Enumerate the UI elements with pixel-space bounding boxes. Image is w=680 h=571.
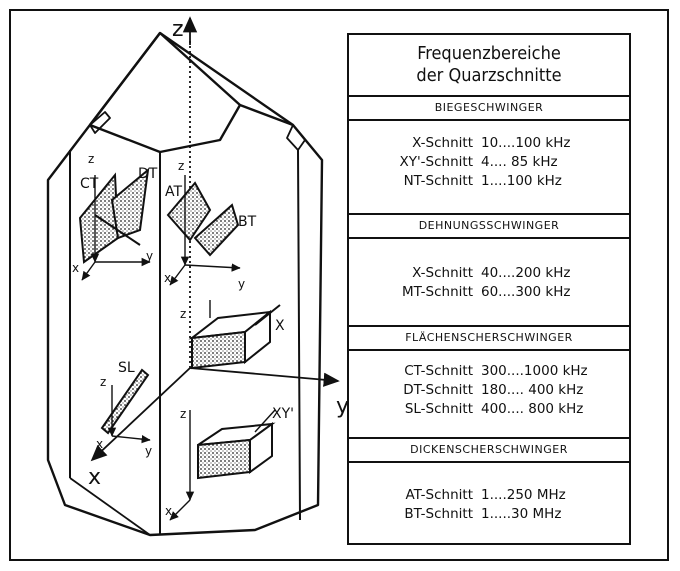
frequency-range: 60....300 kHz: [481, 283, 571, 300]
small-y-label: y: [238, 277, 245, 291]
section-dickenscherschwinger: DICKENSCHERSCHWINGER AT-Schnitt 1....250 …: [349, 439, 629, 543]
table-row: CT-Schnitt 300....1000 kHz: [349, 361, 629, 380]
dt-label: DT: [138, 166, 158, 182]
small-z-label: z: [180, 307, 186, 321]
sl-label: SL: [118, 360, 135, 376]
at-bt-cut-plates: [166, 175, 241, 286]
frequency-range: 1.....30 MHz: [481, 505, 562, 522]
cut-name: XY'-Schnitt: [399, 153, 473, 170]
small-x-label: x: [72, 261, 79, 275]
section-heading: BIEGESCHWINGER: [349, 97, 629, 121]
table-row: AT-Schnitt 1....250 MHz: [349, 485, 629, 504]
frequency-range: 4.... 85 kHz: [481, 153, 558, 170]
ct-label: CT: [80, 176, 99, 192]
small-y-label: y: [145, 444, 152, 458]
table-row: NT-Schnitt 1....100 kHz: [349, 171, 629, 190]
at-label: AT: [165, 184, 182, 200]
bt-label: BT: [238, 214, 257, 230]
table-row: XY'-Schnitt 4.... 85 kHz: [349, 152, 629, 171]
ct-dt-cut-plates: [78, 167, 151, 281]
small-z-label: z: [100, 375, 106, 389]
xy-cut-label: XY': [272, 406, 294, 422]
x-axis-label: x: [88, 465, 101, 490]
x-cut-bar: [188, 300, 281, 370]
section-flaechenscherschwinger: FLÄCHENSCHERSCHWINGER CT-Schnitt 300....1…: [349, 327, 629, 439]
section-biegeschwinger: BIEGESCHWINGER X-Schnitt 10....100 kHz XY…: [349, 97, 629, 215]
frequency-range: 40....200 kHz: [481, 264, 571, 281]
frequency-table: Frequenzbereiche der Quarzschnitte BIEGE…: [347, 33, 631, 545]
frequency-range: 1....100 kHz: [481, 172, 562, 189]
table-row: X-Schnitt 40....200 kHz: [349, 263, 629, 282]
table-row: BT-Schnitt 1.....30 MHz: [349, 504, 629, 523]
small-z-label: z: [178, 159, 184, 173]
small-x-label: x: [165, 504, 172, 518]
y-axis-label: y: [336, 394, 349, 419]
small-z-label: z: [180, 407, 186, 421]
section-dehnungsschwinger: DEHNUNGSSCHWINGER X-Schnitt 40....200 kHz…: [349, 215, 629, 327]
frequency-range: 300....1000 kHz: [481, 362, 588, 379]
section-heading: DEHNUNGSSCHWINGER: [349, 215, 629, 239]
z-axis-label: z: [172, 17, 184, 42]
cut-name: CT-Schnitt: [404, 362, 473, 379]
crystal-outline: [46, 31, 324, 537]
frequency-range: 1....250 MHz: [481, 486, 566, 503]
cut-name: X-Schnitt: [412, 134, 473, 151]
cut-name: X-Schnitt: [412, 264, 473, 281]
table-row: SL-Schnitt 400.... 800 kHz: [349, 399, 629, 418]
xy-cut-bar: [169, 409, 276, 521]
small-y-label: y: [146, 249, 153, 263]
small-z-label: z: [88, 152, 94, 166]
small-x-label: x: [96, 437, 103, 451]
frequency-range: 10....100 kHz: [481, 134, 571, 151]
section-heading: FLÄCHENSCHERSCHWINGER: [349, 327, 629, 351]
small-x-label: x: [164, 271, 171, 285]
cut-name: SL-Schnitt: [404, 400, 473, 417]
figure-frame: [9, 9, 669, 561]
frequency-range: 400.... 800 kHz: [481, 400, 584, 417]
cut-name: BT-Schnitt: [404, 505, 473, 522]
main-axes: [90, 16, 340, 462]
section-heading: DICKENSCHERSCHWINGER: [349, 439, 629, 463]
table-row: MT-Schnitt 60....300 kHz: [349, 282, 629, 301]
x-cut-label: X: [275, 318, 285, 334]
table-row: X-Schnitt 10....100 kHz: [349, 133, 629, 152]
cut-name: NT-Schnitt: [403, 172, 473, 189]
cut-name: AT-Schnitt: [405, 486, 473, 503]
frequency-range: 180.... 400 kHz: [481, 381, 584, 398]
table-title-line1: Frequenzbereiche: [417, 43, 561, 64]
cut-name: MT-Schnitt: [402, 283, 473, 300]
sl-cut-plate: [100, 368, 151, 444]
table-title-line2: der Quarzschnitte: [416, 65, 562, 86]
cut-name: DT-Schnitt: [403, 381, 473, 398]
table-row: DT-Schnitt 180.... 400 kHz: [349, 380, 629, 399]
table-title: Frequenzbereiche der Quarzschnitte: [349, 35, 629, 97]
